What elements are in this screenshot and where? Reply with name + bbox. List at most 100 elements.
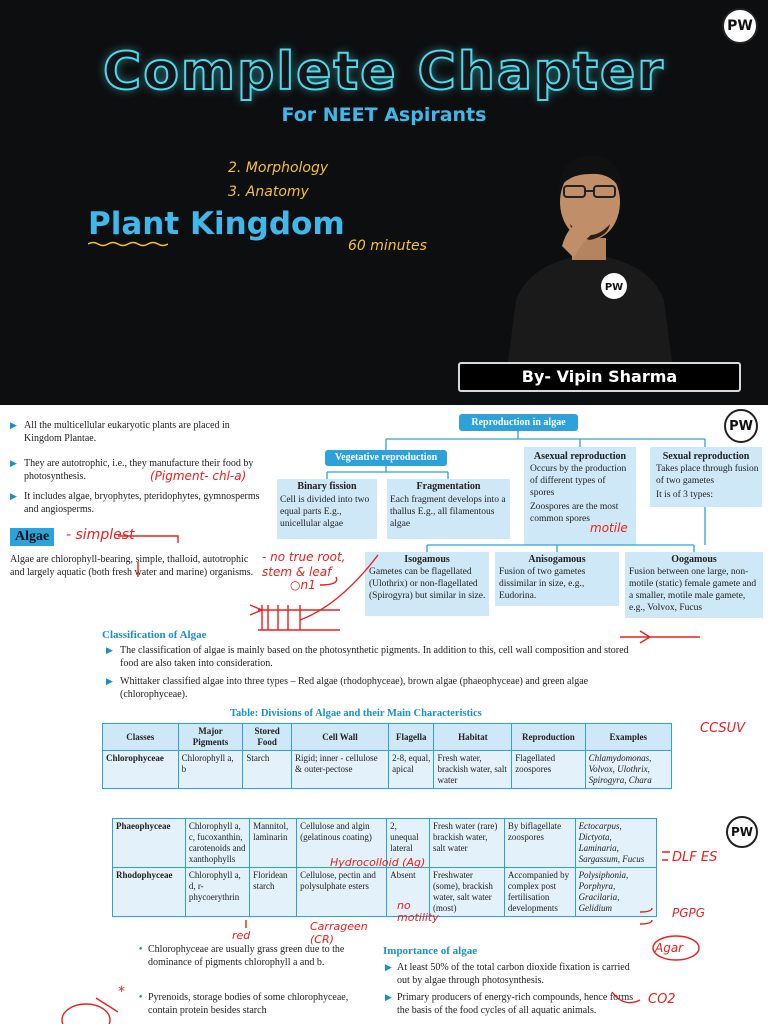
pw-logo: PW — [724, 409, 758, 443]
table-cell: Fresh water, brackish water, salt water — [433, 750, 513, 789]
classification-point-2: Whittaker classified algae into three ty… — [120, 676, 589, 700]
pw-logo: PW — [722, 8, 758, 44]
table-cell: Accompanied by complex post fertilisatio… — [503, 867, 576, 917]
topic-underline — [88, 241, 168, 247]
table-cell: Starch — [242, 750, 292, 789]
pgpg-note: PGPG — [672, 906, 706, 920]
oogamous-text: Fusion between one large, non-motile (st… — [629, 567, 757, 613]
header-cell-wall: Cell Wall — [290, 723, 390, 751]
simplest-note: - simplest — [66, 527, 135, 543]
header-classes: Classes — [102, 723, 179, 751]
topic-title: Plant Kingdom — [88, 206, 345, 242]
importance-title: Importance of algae — [383, 945, 478, 957]
svg-text:PW: PW — [605, 282, 623, 293]
notes-page-2: PW Phaeophyceae Chlorophyll a, c, fucoxa… — [0, 812, 768, 1024]
left-point-2: Pyrenoids, storage bodies of some chloro… — [148, 992, 349, 1016]
thalloid-note: - no true root, stem & leaf — [262, 550, 346, 579]
header-reproduction: Reproduction — [511, 723, 586, 751]
table-cell: Chlorophyceae — [102, 750, 179, 789]
table-cell: Flagellated zoospores — [511, 750, 586, 789]
pigment-note: (Pigment- chl-a) — [150, 469, 247, 483]
oogamous-title: Oogamous — [671, 554, 717, 565]
table-row: Rhodophyceae Chlorophyll a, d, r-phycoer… — [112, 867, 658, 917]
pw-logo: PW — [726, 816, 758, 848]
sexual-point-1: Takes place through fusion of two gamete… — [656, 464, 759, 486]
algae-definition: Algae are chlorophyll-bearing, simple, t… — [10, 554, 254, 578]
table-note: CCSUV — [700, 721, 746, 736]
table-cell: Chlorophyll a, b — [177, 750, 244, 789]
video-banner: Complete Chapter For NEET Aspirants 2. M… — [0, 0, 768, 405]
header-examples: Examples — [584, 723, 673, 751]
dlf-note: DLF ES — [672, 850, 718, 865]
motile-note: motile — [590, 521, 628, 535]
anisogamous-text: Fusion of two gametes dissimilar in size… — [499, 567, 586, 601]
table-row: Chlorophyceae Chlorophyll a, b Starch Ri… — [102, 750, 673, 789]
algae-table: Classes Major Pigments Stored Food Cell … — [102, 723, 673, 789]
binary-fission-title: Binary fission — [297, 481, 357, 492]
table-header-row: Classes Major Pigments Stored Food Cell … — [102, 723, 673, 751]
algae-heading: Algae — [10, 528, 55, 546]
table-cell: 2-8, equal, apical — [388, 750, 435, 789]
isogamous-title: Isogamous — [404, 554, 450, 565]
table-cell: Cellulose, pectin and polysulphate ester… — [296, 867, 388, 917]
oogamous-box — [625, 552, 763, 618]
intro-point-3: It includes algae, bryophytes, pteridoph… — [24, 491, 260, 515]
table-caption: Table: Divisions of Algae and their Main… — [230, 708, 482, 719]
sexual-point-2: It is of 3 types: — [656, 490, 713, 500]
no-motility-note: no motility — [397, 899, 439, 924]
fragmentation-text: Each fragment develops into a thallus E.… — [390, 495, 506, 529]
header-stored-food: Stored Food — [242, 723, 292, 751]
table-cell: Polysiphonia, Porphyra, Gracilaria, Geli… — [574, 867, 658, 917]
duration-note: 60 minutes — [348, 238, 427, 254]
header-pigments: Major Pigments — [177, 723, 244, 751]
intro-point-2: They are autotrophic, i.e., they manufac… — [24, 458, 254, 482]
isogamous-box — [365, 552, 489, 616]
asexual-point-1: Occurs by the production of different ty… — [530, 464, 627, 498]
header-habitat: Habitat — [433, 723, 513, 751]
table-cell: Rhodophyceae — [112, 867, 186, 917]
isogamous-text: Gametes can be flagellated (Ulothrix) or… — [369, 567, 486, 601]
table-cell: Ectocarpus, Dictyota, Laminaria, Sargass… — [574, 818, 658, 868]
banner-subtitle: For NEET Aspirants — [281, 104, 487, 126]
table-cell: By biflagellate zoospores — [503, 818, 576, 868]
red-note: red — [232, 929, 251, 942]
presenter-image: PW — [508, 155, 672, 362]
diagram-title: Reproduction in algae — [459, 414, 578, 431]
co2-note: CO2 — [648, 992, 676, 1007]
classification-title: Classification of Algae — [102, 629, 207, 641]
note-anatomy: 3. Anatomy — [228, 184, 309, 200]
table-cell: Phaeophyceae — [112, 818, 186, 868]
algae-table-continued: Phaeophyceae Chlorophyll a, c, fucoxanth… — [112, 818, 658, 917]
svg-text:○n1: ○n1 — [290, 578, 316, 592]
table-cell: Mannitol, laminarin — [249, 818, 298, 868]
intro-point-1: All the multicellular eukaryotic plants … — [24, 420, 230, 444]
author-bar: By- Vipin Sharma — [458, 362, 741, 392]
anisogamous-box — [495, 552, 619, 606]
table-cell: Floridean starch — [249, 867, 298, 917]
anisogamous-title: Anisogamous — [528, 554, 586, 565]
table-cell: Rigid; inner - cellulose & outer-pectose — [290, 750, 390, 789]
binary-fission-box — [277, 479, 377, 539]
table-cell: 2, unequal lateral — [386, 818, 430, 868]
sexual-title: Sexual reproduction — [662, 451, 750, 462]
table-cell: Cellulose and algin (gelatinous coating) — [296, 818, 388, 868]
importance-point-2: Primary producers of energy-rich compoun… — [397, 992, 634, 1016]
table-row: Phaeophyceae Chlorophyll a, c, fucoxanth… — [112, 818, 658, 868]
vegetative-heading: Vegetative reproduction — [325, 450, 447, 466]
header-flagella: Flagella — [388, 723, 435, 751]
table-cell: Chlorophyll a, d, r-phycoerythrin — [184, 867, 251, 917]
banner-title: Complete Chapter — [102, 41, 665, 103]
note-morphology: 2. Morphology — [228, 160, 329, 176]
hydrocolloid-note: Hydrocolloid (Ag) — [330, 856, 426, 869]
notes-page-1: PW ▶ All the multicellular eukaryotic pl… — [0, 405, 768, 805]
sexual-box — [650, 447, 762, 507]
importance-point-1: At least 50% of the total carbon dioxide… — [397, 962, 630, 986]
fragmentation-title: Fragmentation — [416, 481, 481, 492]
table-cell: Fresh water (rare) brackish water, salt … — [428, 818, 505, 868]
binary-fission-text: Cell is divided into two equal parts E.g… — [280, 495, 370, 529]
left-point-1: Chlorophyceae are usually grass green du… — [148, 944, 345, 968]
agar-note: Agar — [655, 941, 684, 955]
table-cell: Freshwater (some), brackish water, salt … — [428, 867, 505, 917]
classification-point-1: The classification of algae is mainly ba… — [120, 645, 629, 669]
table-cell: Chlorophyll a, c, fucoxanthin, carotenoi… — [184, 818, 251, 868]
